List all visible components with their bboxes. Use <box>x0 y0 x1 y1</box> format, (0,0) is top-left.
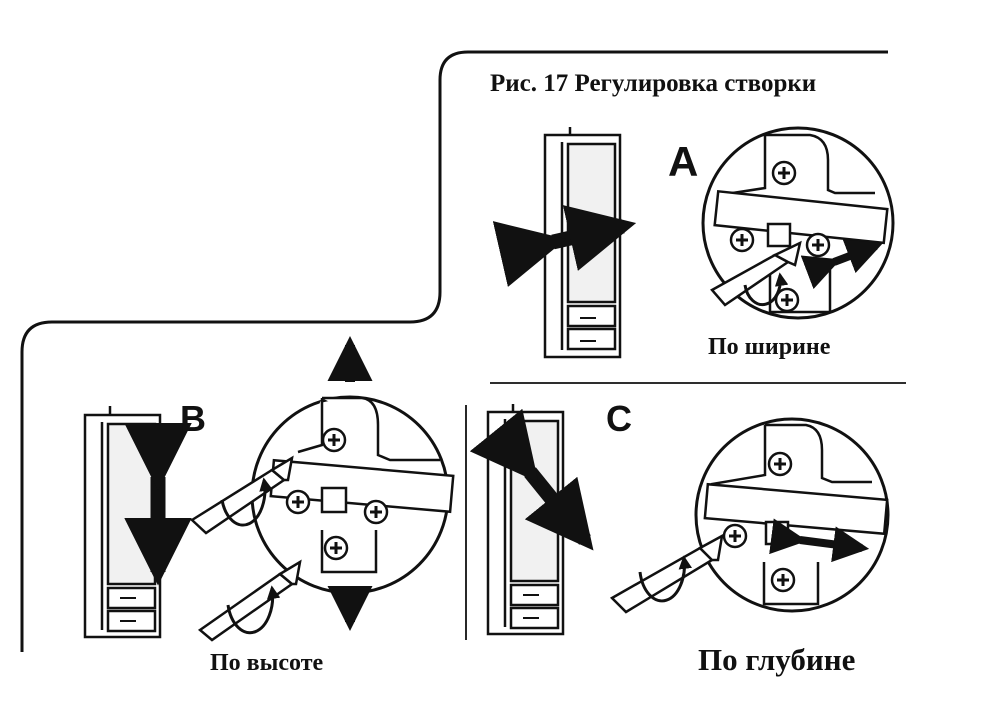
rotation-arrow-icon <box>743 272 789 307</box>
double-arrow-icon <box>492 205 637 287</box>
panel-b-caption: По высоте <box>210 650 324 676</box>
figure-title: Рис. 17 Регулировка створки <box>490 70 817 97</box>
panel-a-letter: A <box>668 138 699 185</box>
cabinet-icon <box>83 406 162 639</box>
panel-b-letter: B <box>180 398 206 439</box>
panel-c <box>469 404 890 636</box>
panel-c-caption: По глубине <box>698 642 856 677</box>
rotation-arrow-icon <box>220 477 273 527</box>
panel-a <box>492 126 895 359</box>
panel-a-caption: По ширине <box>708 334 831 360</box>
hinge-icon <box>701 126 895 320</box>
double-arrow-icon <box>469 408 594 551</box>
panel-b <box>83 336 455 642</box>
rotation-arrow-icon <box>638 555 693 603</box>
cabinet-icon <box>486 404 565 636</box>
frame-lines <box>20 50 888 652</box>
panel-c-letter: C <box>606 398 632 439</box>
hinge-icon <box>609 417 890 614</box>
rotation-arrow-icon <box>226 585 281 635</box>
double-arrow-icon <box>769 518 870 563</box>
double-arrow-icon <box>800 239 883 290</box>
hinge-icon <box>250 395 455 595</box>
screwdriver-icon <box>710 240 802 307</box>
